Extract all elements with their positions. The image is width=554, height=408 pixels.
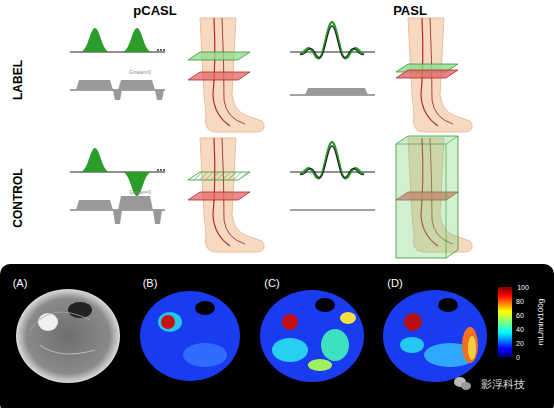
tick-label: 80	[516, 298, 524, 305]
tick-label: 0	[516, 354, 520, 361]
pasl-label-seq	[290, 22, 375, 95]
gradient-note: Gmean≠0	[129, 70, 151, 75]
tick-label: 60	[516, 312, 524, 319]
leg-pasl-label	[396, 18, 472, 132]
panel-letter: (A)	[13, 278, 28, 289]
row-title: CONTROL	[12, 168, 24, 227]
column-title: PASL	[393, 4, 427, 17]
leg-pcasl-control	[188, 138, 264, 252]
panel-letter: (B)	[143, 278, 158, 289]
pcasl-label-seq	[70, 28, 165, 100]
perfusion-map-b	[140, 291, 240, 381]
leg-pasl-control	[396, 136, 472, 258]
perfusion-map-c	[260, 290, 364, 382]
tick-label: 40	[516, 326, 524, 333]
wechat-icon	[454, 377, 471, 390]
row-title: LABEL	[12, 60, 24, 100]
panel-letter: (C)	[264, 278, 279, 289]
panel-letter: (D)	[387, 278, 402, 289]
anatomical-image	[16, 289, 120, 383]
leg-pcasl-label	[188, 18, 264, 132]
pcasl-control-seq	[70, 148, 165, 224]
unit-label: mL/min/100g	[537, 299, 545, 345]
perfusion-map-d	[383, 290, 487, 382]
image-panel	[0, 264, 554, 408]
column-title: pCASL	[133, 4, 176, 17]
pasl-control-seq	[290, 142, 375, 210]
tick-label: 20	[516, 340, 524, 347]
watermark: 影浮科技	[481, 379, 525, 390]
tick-label: 100	[517, 284, 529, 291]
gradient-note: Gmean=0	[129, 190, 151, 195]
colorbar	[498, 287, 512, 357]
